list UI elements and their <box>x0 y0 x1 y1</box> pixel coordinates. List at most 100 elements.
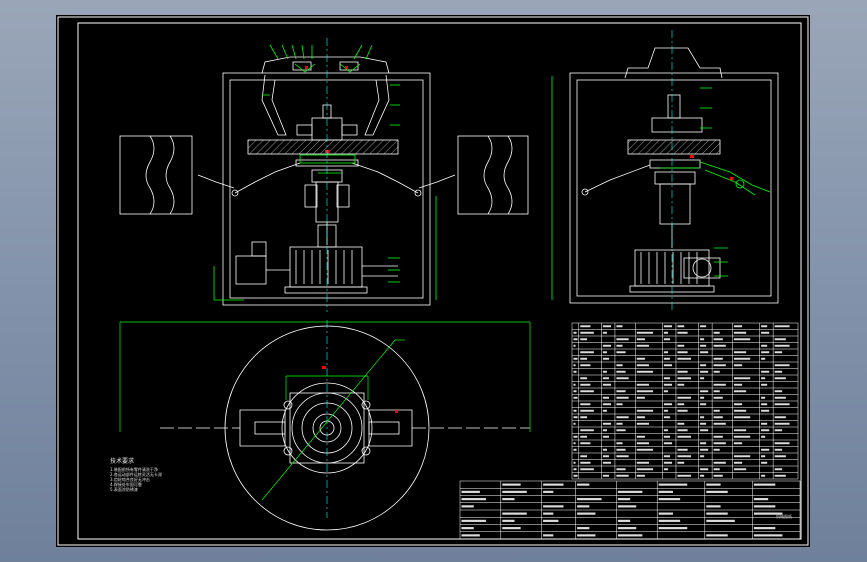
table-cell-text <box>663 390 668 393</box>
table-cell-text <box>602 409 607 412</box>
table-cell-text <box>636 468 654 471</box>
table-cell-text <box>616 474 629 477</box>
table-cell-text <box>663 325 673 328</box>
table-cell-text <box>616 455 629 458</box>
table-cell-text <box>700 403 707 406</box>
table-cell-text <box>733 429 747 432</box>
table-cell-text <box>713 474 723 477</box>
table-cell-text <box>580 455 588 458</box>
table-cell-text <box>700 351 709 354</box>
table-cell-text <box>543 534 554 537</box>
table-cell-text <box>700 396 705 399</box>
table-cell-text <box>502 519 515 522</box>
parts-list-entries <box>573 325 790 477</box>
table-cell-text <box>580 403 591 406</box>
table-cell-text <box>602 455 609 458</box>
table-cell-text <box>580 383 591 386</box>
table-cell-text <box>573 416 578 419</box>
table-cell-text <box>700 429 709 432</box>
table-cell-text <box>761 357 766 360</box>
table-cell-text <box>663 351 668 354</box>
notes-title: 技术要求 <box>110 458 135 465</box>
table-cell-text <box>663 338 671 341</box>
notes-line: 4.焊接处牢固可靠 <box>110 482 142 487</box>
table-cell-text <box>677 396 692 399</box>
table-cell-text <box>677 377 692 380</box>
table-cell-text <box>616 344 623 347</box>
table-cell-text <box>761 448 770 451</box>
table-cell-text <box>658 483 688 486</box>
table-cell-text <box>573 344 576 347</box>
table-cell-text <box>774 390 783 393</box>
table-cell-text <box>577 527 590 530</box>
table-cell-text <box>761 325 768 328</box>
table-cell-text <box>733 435 751 438</box>
table-cell-text <box>602 357 609 360</box>
table-cell-text <box>713 338 723 341</box>
table-cell-text <box>573 435 578 438</box>
table-cell-text <box>617 490 643 493</box>
table-cell-text <box>733 377 751 380</box>
table-cell-text <box>658 527 688 530</box>
table-cell-text <box>700 474 705 477</box>
table-cell-text <box>677 370 688 373</box>
table-cell-text <box>636 383 649 386</box>
table-cell-text <box>636 390 654 393</box>
table-cell-text <box>761 461 768 464</box>
table-cell-text <box>753 534 783 537</box>
table-cell-text <box>617 498 631 501</box>
table-cell-text <box>733 461 743 464</box>
table-cell-text <box>753 505 776 508</box>
table-cell-text <box>663 383 673 386</box>
watermark-stamp: 机械图纸 <box>776 514 792 519</box>
table-cell-text <box>713 396 723 399</box>
table-cell-text <box>677 435 692 438</box>
table-cell-text <box>602 383 612 386</box>
front-view-highlights <box>213 44 437 301</box>
table-cell-text <box>502 527 521 530</box>
table-cell-text <box>663 409 668 412</box>
table-cell-text <box>602 422 612 425</box>
table-cell-text <box>774 338 786 341</box>
table-cell-text <box>636 435 645 438</box>
table-cell-text <box>733 403 743 406</box>
table-cell-text <box>706 512 728 515</box>
table-cell-text <box>580 390 594 393</box>
table-cell-text <box>713 390 720 393</box>
table-cell-text <box>663 468 668 471</box>
table-cell-text <box>774 364 790 367</box>
table-cell-text <box>761 409 770 412</box>
table-cell-text <box>502 490 527 493</box>
table-cell-text <box>580 325 591 328</box>
table-cell-text <box>543 483 564 486</box>
table-cell-text <box>461 490 480 493</box>
table-cell-text <box>733 390 747 393</box>
table-cell-text <box>761 435 766 438</box>
table-cell-text <box>774 416 786 419</box>
table-cell-text <box>580 331 594 334</box>
table-cell-text <box>602 403 612 406</box>
table-cell-text <box>700 377 705 380</box>
table-cell-text <box>617 527 637 530</box>
table-cell-text <box>733 338 751 341</box>
table-cell-text <box>700 344 707 347</box>
table-cell-text <box>602 331 607 334</box>
table-cell-text <box>658 512 673 515</box>
table-cell-text <box>663 442 673 445</box>
table-cell-text <box>580 461 591 464</box>
table-cell-text <box>543 490 554 493</box>
table-cell-text <box>761 377 766 380</box>
table-cell-text <box>700 325 707 328</box>
table-cell-text <box>774 448 783 451</box>
center-lines <box>326 30 673 518</box>
table-cell-text <box>774 325 790 328</box>
table-cell-text <box>761 396 766 399</box>
table-cell-text <box>774 351 783 354</box>
table-cell-text <box>658 490 673 493</box>
table-cell-text <box>700 364 707 367</box>
table-cell-text <box>733 364 743 367</box>
table-cell-text <box>663 357 671 360</box>
table-cell-text <box>616 351 626 354</box>
